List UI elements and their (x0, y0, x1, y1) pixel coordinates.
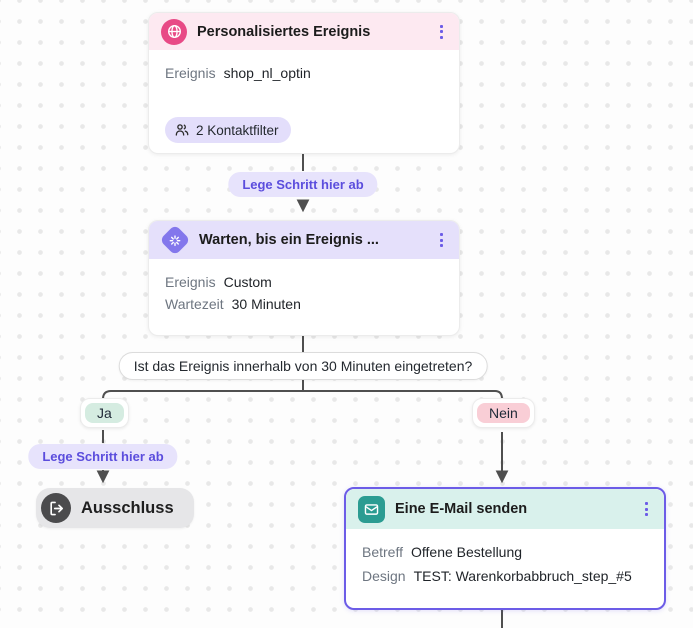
field-row: Ereignis shop_nl_optin (165, 62, 443, 84)
node-title: Eine E-Mail senden (395, 501, 528, 517)
node-exit[interactable]: Ausschluss (36, 488, 194, 528)
field-value: TEST: Warenkorbabbruch_step_#5 (413, 568, 632, 584)
node-menu-button[interactable] (641, 498, 652, 520)
node-custom-event[interactable]: Personalisiertes Ereignis Ereignis shop_n… (148, 12, 460, 154)
node-title: Warten, bis ein Ereignis ... (199, 232, 379, 248)
spinner-icon (159, 224, 191, 256)
drop-step-hint-top[interactable]: Lege Schritt hier ab (228, 172, 378, 197)
node-send-email-body: Betreff Offene Bestellung Design TEST: War… (346, 529, 664, 608)
node-send-email-header: Eine E-Mail senden (346, 489, 664, 529)
field-value: Custom (223, 274, 272, 290)
field-row: Wartezeit 30 Minuten (165, 293, 443, 315)
field-value: shop_nl_optin (223, 65, 311, 81)
field-value: Offene Bestellung (411, 544, 523, 560)
branch-yes-label: Ja (85, 403, 124, 423)
envelope-icon (358, 495, 385, 523)
drop-step-hint-yes-branch[interactable]: Lege Schritt hier ab (28, 444, 178, 469)
node-menu-button[interactable] (436, 21, 447, 43)
field-label: Wartezeit (165, 296, 224, 312)
node-custom-event-header: Personalisiertes Ereignis (149, 13, 459, 50)
field-label: Design (362, 568, 406, 584)
field-row: Ereignis Custom (165, 271, 443, 293)
field-value: 30 Minuten (231, 296, 301, 312)
field-label: Ereignis (165, 65, 216, 81)
node-wait-event-header: Warten, bis ein Ereignis ... (149, 221, 459, 259)
globe-icon (161, 18, 187, 45)
contacts-icon (174, 122, 190, 138)
contact-filter-badge-label: 2 Kontaktfilter (196, 122, 279, 138)
field-row: Betreff Offene Bestellung (362, 540, 648, 564)
node-title: Personalisiertes Ereignis (197, 23, 371, 40)
logout-icon (41, 493, 71, 523)
contact-filter-badge[interactable]: 2 Kontaktfilter (165, 117, 291, 143)
field-label: Betreff (362, 544, 403, 560)
branch-no-chip[interactable]: Nein (472, 398, 535, 428)
node-wait-event-body: Ereignis Custom Wartezeit 30 Minuten (149, 259, 459, 335)
branch-yes-chip[interactable]: Ja (80, 398, 129, 428)
field-row: Design TEST: Warenkorbabbruch_step_#5 (362, 564, 648, 588)
field-label: Ereignis (165, 274, 216, 290)
node-title: Ausschluss (81, 498, 174, 517)
branch-no-label: Nein (477, 403, 530, 423)
connector-branch-split (102, 390, 503, 402)
node-wait-event[interactable]: Warten, bis ein Ereignis ... Ereignis Cus… (148, 220, 460, 336)
condition-question: Ist das Ereignis innerhalb von 30 Minute… (118, 352, 488, 380)
node-custom-event-body: Ereignis shop_nl_optin 2 Kontaktfilter (149, 50, 459, 153)
node-menu-button[interactable] (436, 229, 447, 251)
node-send-email[interactable]: Eine E-Mail senden Betreff Offene Bestell… (344, 487, 666, 610)
